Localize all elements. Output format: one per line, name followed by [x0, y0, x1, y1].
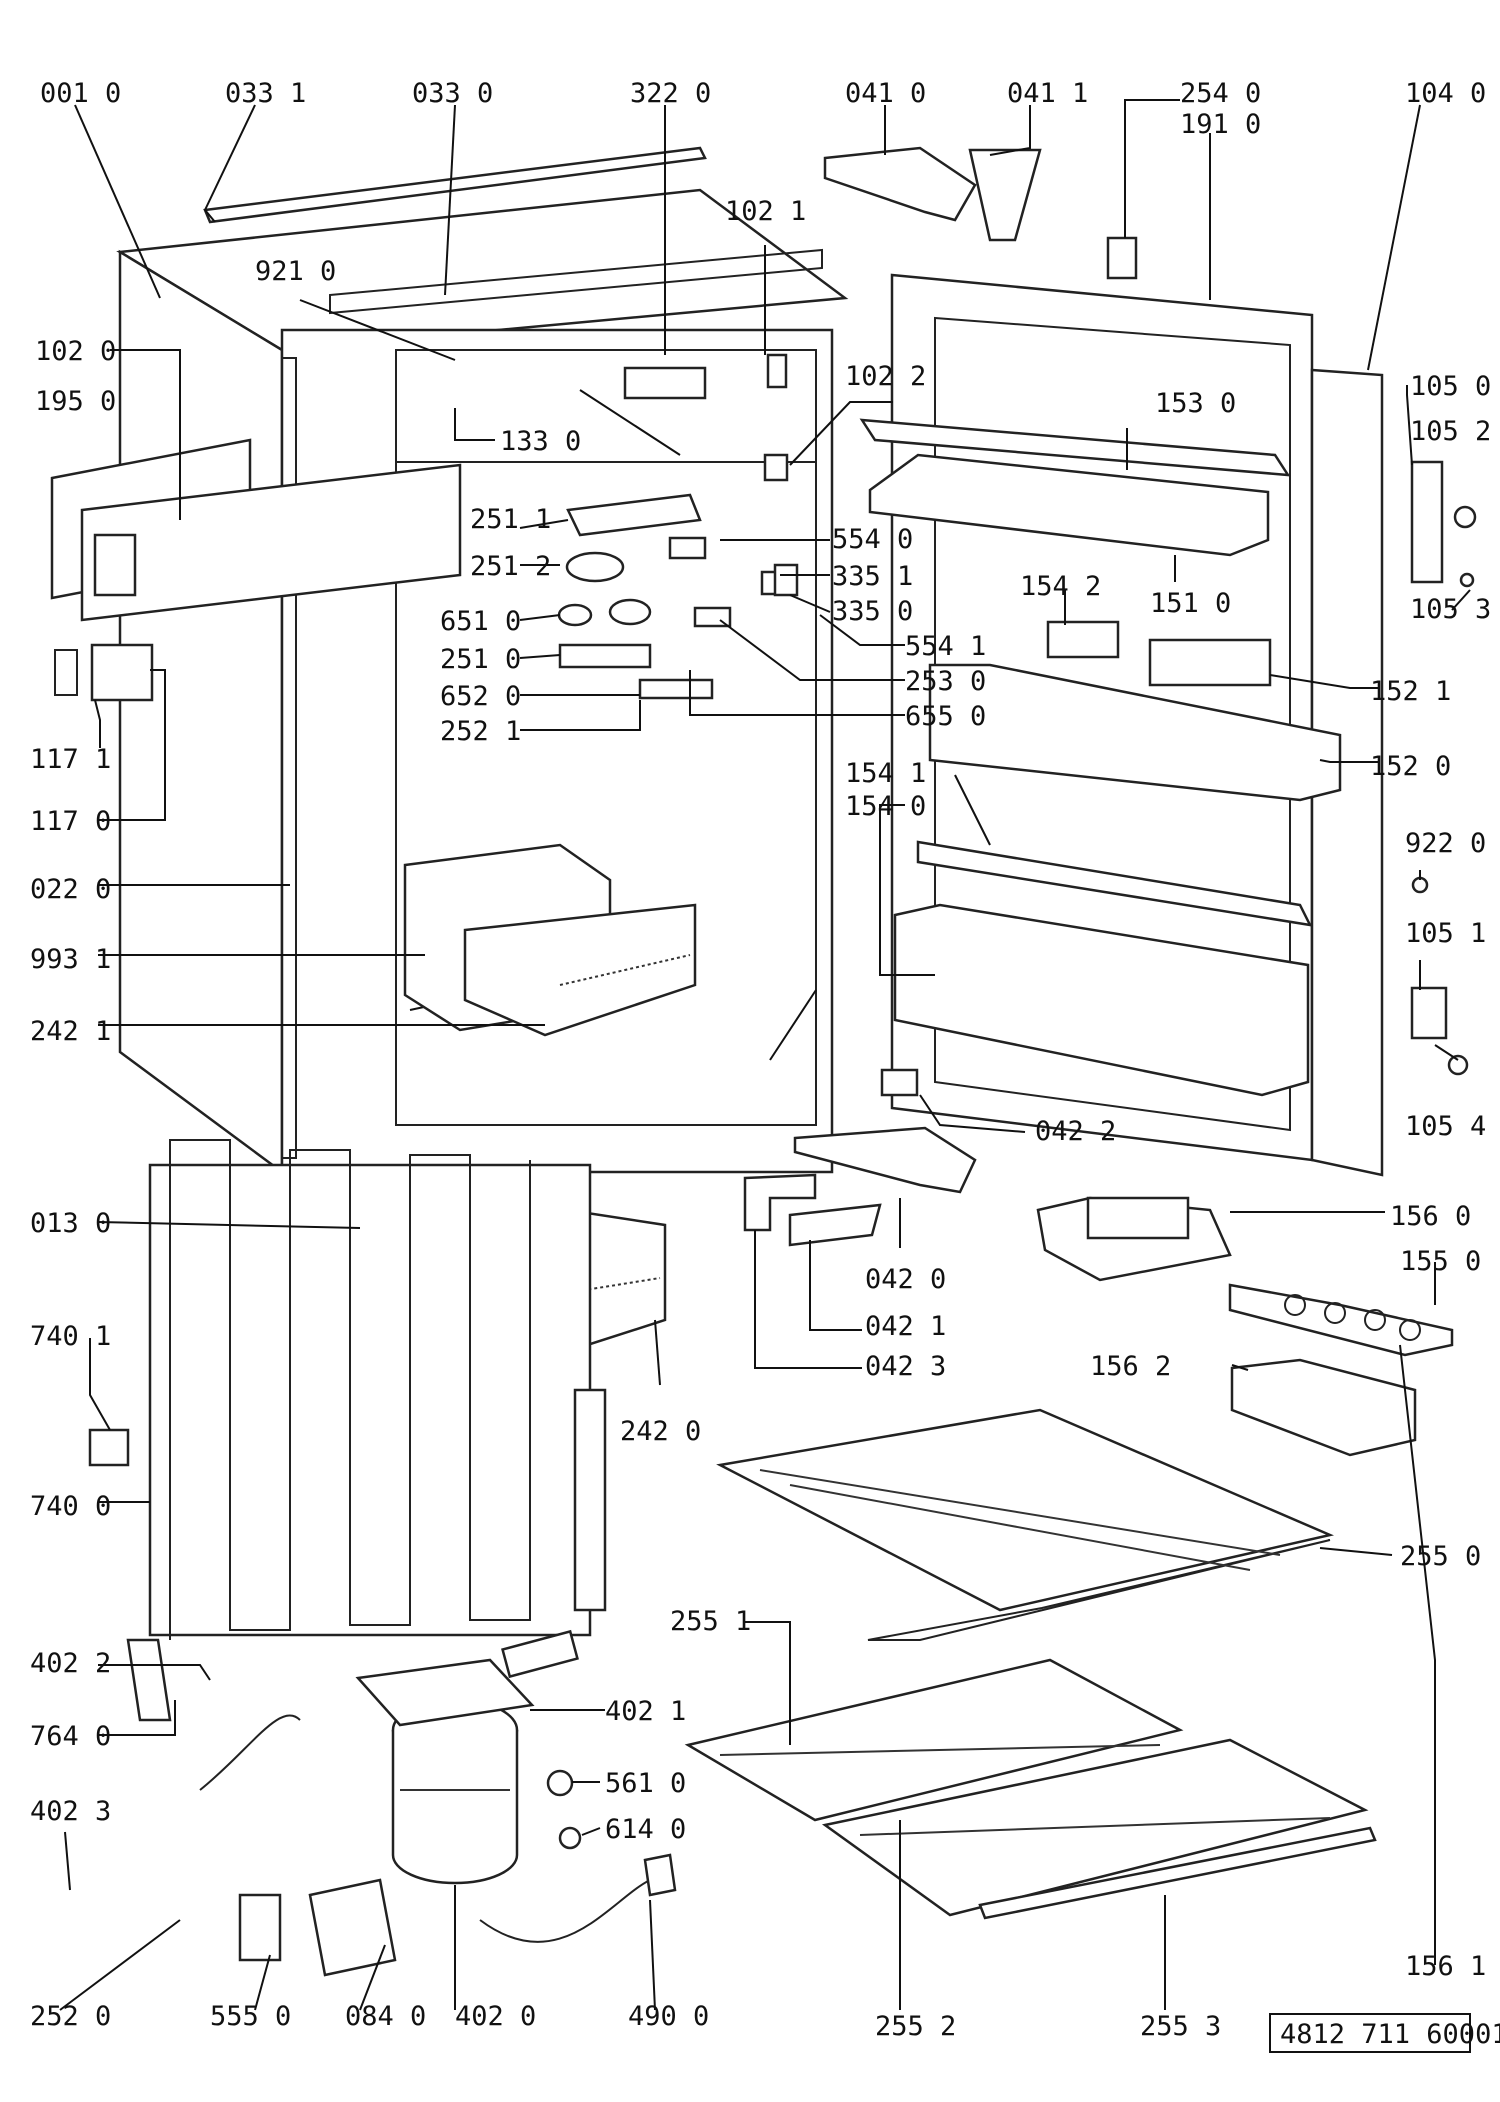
part-callout: 655 0 — [905, 701, 986, 732]
part-callout: 105 4 — [1405, 1111, 1486, 1142]
top-rails — [203, 146, 707, 224]
part-callout: 402 0 — [455, 2001, 536, 2032]
part-callout: 153 0 — [1155, 388, 1236, 419]
part-callout: 651 0 — [440, 606, 521, 637]
part-callout: 105 2 — [1410, 416, 1491, 447]
part-callout: 242 0 — [620, 1416, 701, 1447]
part-callout: 152 0 — [1370, 751, 1451, 782]
part-callout: 402 2 — [30, 1648, 111, 1679]
part-callout: 921 0 — [255, 256, 336, 287]
part-callout: 255 2 — [875, 2011, 956, 2042]
part-callout: 156 2 — [1090, 1351, 1171, 1382]
part-callout: 191 0 — [1180, 109, 1261, 140]
part-callout: 555 0 — [210, 2001, 291, 2032]
part-callout: 105 1 — [1405, 918, 1486, 949]
control-panel — [50, 438, 462, 702]
part-callout: 133 0 — [500, 426, 581, 457]
wiring — [199, 1714, 677, 1943]
part-callout: 154 2 — [1020, 571, 1101, 602]
part-callout: 041 0 — [845, 78, 926, 109]
bottom-hinges — [743, 1068, 977, 1247]
leader-lines — [59, 99, 1471, 2011]
part-callout: 084 0 — [345, 2001, 426, 2032]
part-callout: 154 0 — [845, 791, 926, 822]
part-callout: 322 0 — [630, 78, 711, 109]
part-callout: 251 0 — [440, 644, 521, 675]
part-callout: 740 0 — [30, 1491, 111, 1522]
part-callout: 252 0 — [30, 2001, 111, 2032]
evaporator-area — [1036, 1196, 1454, 1457]
part-callout: 335 0 — [832, 596, 913, 627]
part-callout: 042 1 — [865, 1311, 946, 1342]
part-callout: 033 0 — [412, 78, 493, 109]
glass-shelves — [684, 1408, 1377, 1920]
part-callout: 001 0 — [40, 78, 121, 109]
part-callout: 255 0 — [1400, 1541, 1481, 1572]
part-callout: 402 3 — [30, 1796, 111, 1827]
top-hinges — [823, 146, 1042, 242]
part-callout: 117 0 — [30, 806, 111, 837]
part-callout: 242 1 — [30, 1016, 111, 1047]
compressor — [238, 1629, 579, 1977]
part-callout: 255 3 — [1140, 2011, 1221, 2042]
part-callout: 042 0 — [865, 1264, 946, 1295]
part-callout: 764 0 — [30, 1721, 111, 1752]
part-callout: 255 1 — [670, 1606, 751, 1637]
part-callout: 740 1 — [30, 1321, 111, 1352]
part-callout: 042 3 — [865, 1351, 946, 1382]
part-callout: 105 3 — [1410, 594, 1491, 625]
part-callout: 033 1 — [225, 78, 306, 109]
part-callout: 041 1 — [1007, 78, 1088, 109]
door-assembly — [859, 236, 1384, 1177]
part-callout: 993 1 — [30, 944, 111, 975]
part-callout: 022 0 — [30, 874, 111, 905]
part-callout: 922 0 — [1405, 828, 1486, 859]
part-callout: 614 0 — [605, 1814, 686, 1845]
part-callout: 253 0 — [905, 666, 986, 697]
condenser-coil — [88, 1139, 607, 1722]
part-callout: 335 1 — [832, 561, 913, 592]
part-callout: 105 0 — [1410, 371, 1491, 402]
part-callout: 156 0 — [1390, 1201, 1471, 1232]
part-callout: 252 1 — [440, 716, 521, 747]
part-callout: 013 0 — [30, 1208, 111, 1239]
part-callout: 254 0 — [1180, 78, 1261, 109]
part-callout: 102 2 — [845, 361, 926, 392]
part-callout: 154 1 — [845, 758, 926, 789]
document-code: 4812 711 60001 — [1280, 2019, 1500, 2050]
part-callout: 554 0 — [832, 524, 913, 555]
part-callout: 251 2 — [470, 551, 551, 582]
part-callout: 102 1 — [725, 196, 806, 227]
part-callout: 554 1 — [905, 631, 986, 662]
part-callout: 251 1 — [470, 504, 551, 535]
part-callout: 652 0 — [440, 681, 521, 712]
part-callout: 402 1 — [605, 1696, 686, 1727]
part-callout: 042 2 — [1035, 1116, 1116, 1147]
part-callout: 155 0 — [1400, 1246, 1481, 1277]
document-code-box — [1269, 2013, 1471, 2053]
part-callout: 490 0 — [628, 2001, 709, 2032]
part-callout: 195 0 — [35, 386, 116, 417]
part-callout: 151 0 — [1150, 588, 1231, 619]
part-callout: 117 1 — [30, 744, 111, 775]
part-callout: 104 0 — [1405, 78, 1486, 109]
part-callout: 561 0 — [605, 1768, 686, 1799]
part-callout: 152 1 — [1370, 676, 1451, 707]
part-callout: 102 0 — [35, 336, 116, 367]
thermostat-cluster — [557, 353, 799, 700]
part-callout: 156 1 — [1405, 1951, 1486, 1982]
